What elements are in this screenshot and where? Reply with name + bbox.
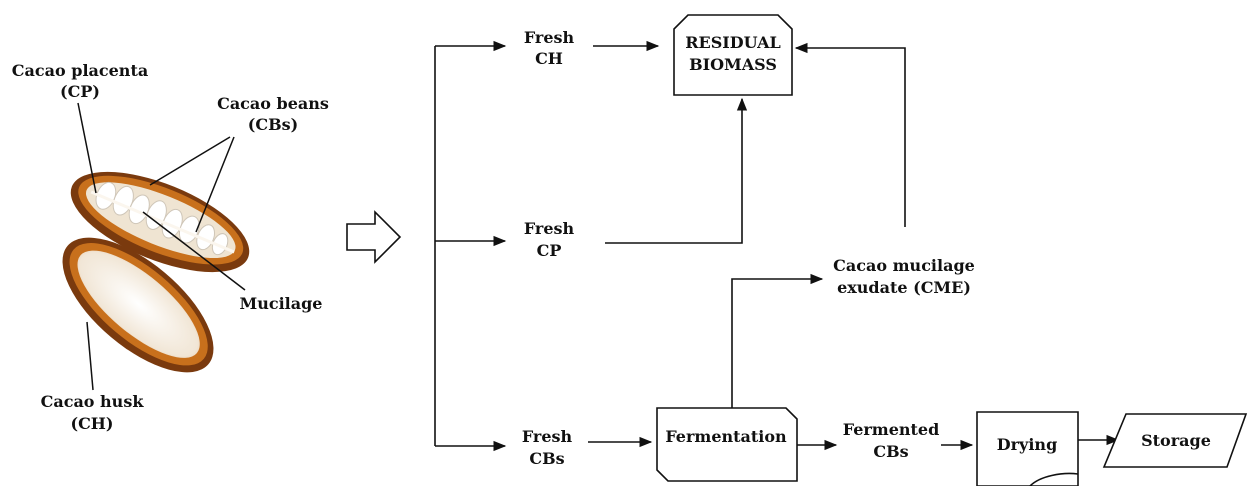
- fermented-cbs-label: Fermented: [843, 420, 940, 439]
- husk-pointer: [87, 322, 93, 390]
- fresh-cp-to-residual-arrow: [605, 99, 742, 243]
- cacao-beans-label: Cacao beans: [217, 94, 329, 113]
- mucilage-label: Mucilage: [240, 294, 323, 313]
- block-arrow-icon: [347, 212, 400, 262]
- cacao-husk-label: Cacao husk: [41, 392, 145, 411]
- residual-biomass-line1: RESIDUAL: [685, 33, 781, 52]
- fresh-cbs-label: Fresh: [522, 427, 573, 446]
- cacao-mucilage-exudate-line1: Cacao mucilage: [833, 256, 975, 275]
- storage-box: Storage: [1104, 414, 1246, 467]
- fermentation-box: Fermentation: [657, 408, 797, 481]
- fresh-cp-label: Fresh: [524, 219, 575, 238]
- cacao-mucilage-exudate-line2: exudate (CME): [837, 278, 971, 297]
- fresh-cp-abbrev: CP: [537, 241, 562, 260]
- fresh-ch-abbrev: CH: [535, 49, 563, 68]
- fresh-cbs-abbrev: CBs: [529, 449, 564, 468]
- residual-biomass-line2: BIOMASS: [689, 55, 777, 74]
- fermentation-to-cme-arrow: [732, 279, 822, 408]
- cacao-placenta-label: Cacao placenta: [12, 61, 148, 80]
- cacao-beans-abbrev: (CBs): [248, 115, 298, 134]
- fermentation-label: Fermentation: [665, 427, 787, 446]
- drying-box: Drying: [977, 412, 1078, 486]
- cacao-pod-illustration: [41, 151, 263, 396]
- cme-to-residual-arrow: [796, 48, 905, 227]
- fresh-ch-label: Fresh: [524, 28, 575, 47]
- cacao-placenta-abbrev: (CP): [60, 82, 100, 101]
- cacao-husk-abbrev: (CH): [71, 414, 114, 433]
- trunk-connectors: [435, 46, 505, 446]
- residual-biomass-box: RESIDUAL BIOMASS: [674, 15, 792, 95]
- storage-label: Storage: [1141, 431, 1211, 450]
- drying-label: Drying: [997, 435, 1058, 454]
- fermented-cbs-abbrev: CBs: [873, 442, 908, 461]
